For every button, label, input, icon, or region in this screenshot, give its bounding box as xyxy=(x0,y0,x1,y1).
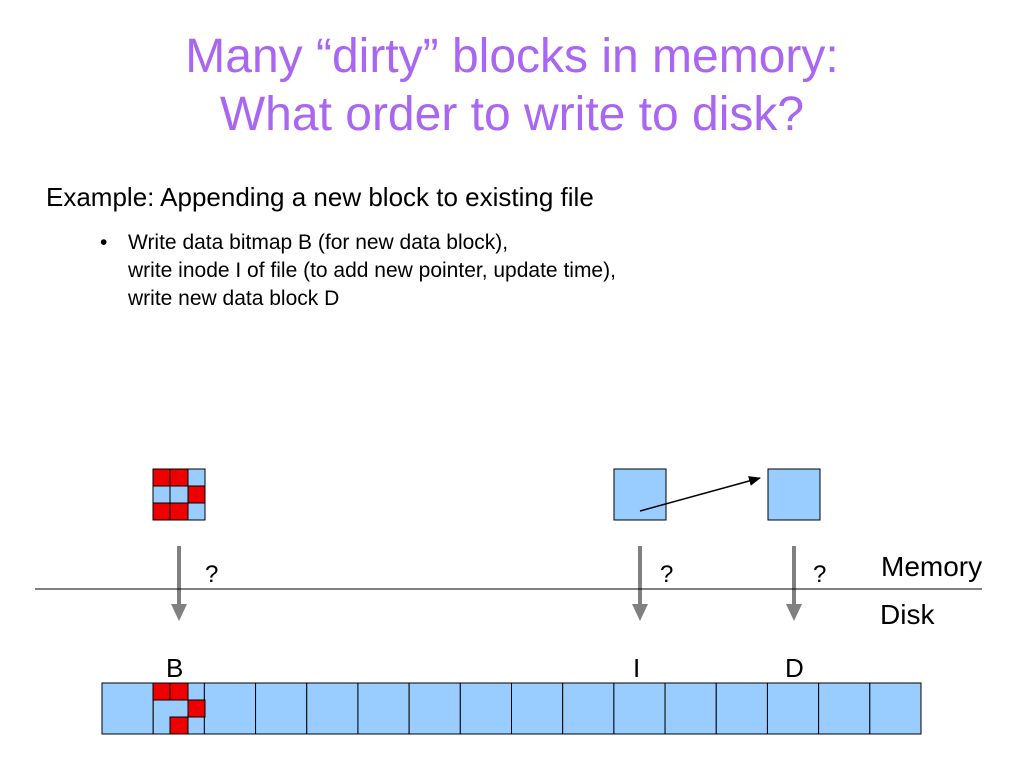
write-arrow-inode xyxy=(632,546,648,621)
disk-bitmap-bits xyxy=(152,682,206,735)
disk-block xyxy=(306,682,359,735)
bullet-line-1: Write data bitmap B (for new data block)… xyxy=(128,231,509,254)
bullet-dot: • xyxy=(100,231,108,254)
disk-block xyxy=(715,682,768,735)
disk-block xyxy=(203,682,257,735)
disk-block xyxy=(869,682,922,735)
example-heading: Example: Appending a new block to existi… xyxy=(46,182,594,212)
disk-block xyxy=(562,682,615,735)
disk-label-data: D xyxy=(785,653,804,683)
disk-label-inode: I xyxy=(633,653,640,683)
disk-block xyxy=(101,682,154,735)
bullet-line-3: write new data block D xyxy=(128,287,340,310)
question-mark-inode: ? xyxy=(660,561,673,588)
disk-label: Disk xyxy=(880,599,935,630)
question-mark-data: ? xyxy=(813,561,826,588)
disk-block xyxy=(459,682,512,735)
slide-title: Many “dirty” blocks in memory: What orde… xyxy=(0,28,1024,144)
disk-block xyxy=(818,682,871,735)
question-mark-bitmap: ? xyxy=(205,561,218,588)
bullet-line-2: write inode I of file (to add new pointe… xyxy=(128,259,616,282)
write-arrow-data xyxy=(786,546,802,621)
memory-bitmap-bits xyxy=(152,468,206,521)
disk-block xyxy=(613,682,666,735)
disk-block xyxy=(664,682,717,735)
memory-label: Memory xyxy=(881,551,982,582)
title-line-2: What order to write to disk? xyxy=(219,88,805,141)
write-arrow-bitmap xyxy=(171,546,187,621)
title-line-1: Many “dirty” blocks in memory: xyxy=(185,30,839,83)
memory-bitmap-block xyxy=(152,468,206,521)
disk-block xyxy=(511,682,564,735)
disk-label-bitmap: B xyxy=(166,653,183,683)
memory-inode-block xyxy=(613,468,667,521)
bullet-text: Write data bitmap B (for new data block)… xyxy=(128,229,616,313)
disk-block xyxy=(255,682,308,735)
inode-pointer-arrow xyxy=(639,476,761,512)
disk-block xyxy=(408,682,461,735)
disk-block xyxy=(357,682,410,735)
disk-block-strip xyxy=(101,682,922,735)
memory-data-block xyxy=(767,468,821,521)
disk-block xyxy=(766,682,820,735)
